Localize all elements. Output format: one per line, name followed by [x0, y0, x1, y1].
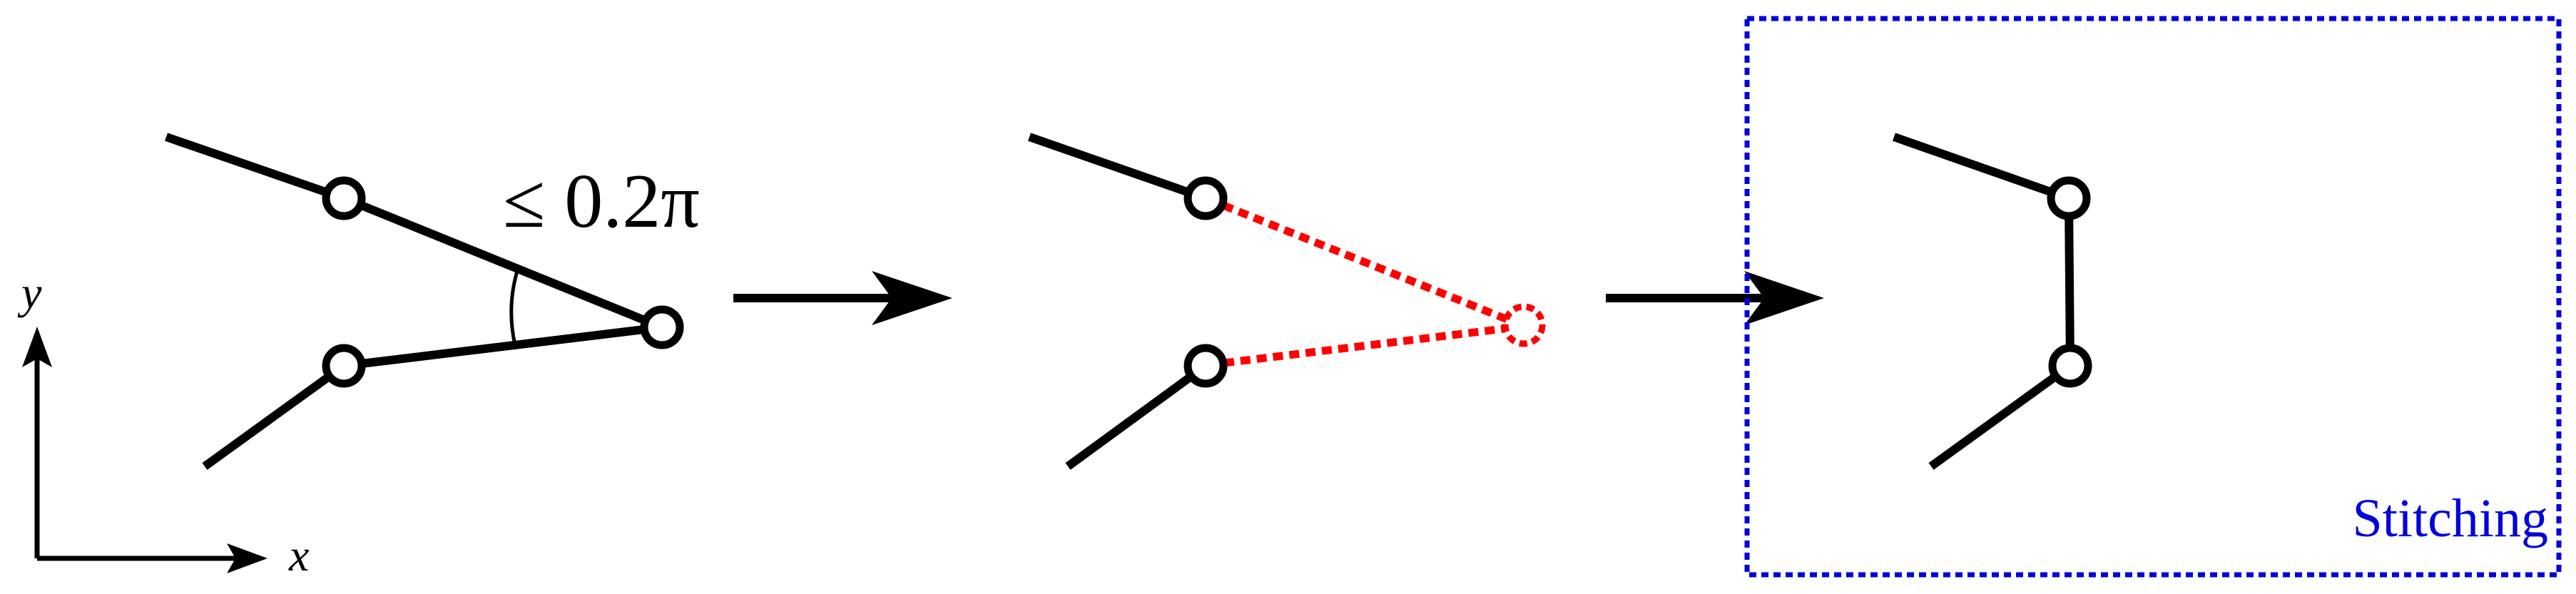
panel-stitching: Stitching: [1744, 16, 2562, 578]
node-lower: [1183, 344, 1228, 388]
panel-removed-apex: [1028, 133, 1546, 470]
edge-upper-branch: [165, 133, 345, 203]
stitched-edge: [2065, 198, 2074, 367]
edge-lower-branch: [1065, 362, 1208, 470]
arrow-step-1: [733, 271, 952, 325]
edge-upper-to-apex: [342, 194, 664, 332]
x-axis-arrowhead: [227, 543, 268, 573]
angle-threshold-label: ≤ 0.2π: [503, 159, 700, 244]
arrowhead: [872, 271, 952, 325]
stitching-box: [1744, 16, 2562, 578]
arrow-step-2: [1606, 271, 1824, 325]
y-axis-arrowhead: [22, 327, 52, 367]
coordinate-axes: x y: [17, 267, 309, 580]
node-lower: [2048, 344, 2092, 388]
edge-lower-to-apex: [343, 323, 663, 370]
edge-lower-branch: [202, 362, 347, 470]
arrowhead: [1744, 271, 1824, 325]
angle-arc: [509, 270, 519, 346]
node-lower: [322, 344, 366, 388]
panel-original: ≤ 0.2π: [165, 133, 700, 470]
removed-edge-upper: [1221, 201, 1510, 324]
node-upper: [322, 176, 366, 220]
node-upper: [2047, 176, 2091, 220]
stitching-label: Stitching: [2353, 488, 2548, 548]
edge-upper-branch: [1893, 133, 2070, 203]
edge-lower-branch: [1928, 362, 2073, 470]
node-upper: [1183, 176, 1228, 220]
removed-edge-lower: [1223, 324, 1505, 367]
node-apex: [640, 305, 684, 349]
x-axis-label: x: [288, 530, 309, 580]
edge-upper-branch: [1028, 133, 1207, 203]
y-axis-label: y: [17, 267, 42, 318]
removed-node-apex: [1502, 303, 1546, 347]
